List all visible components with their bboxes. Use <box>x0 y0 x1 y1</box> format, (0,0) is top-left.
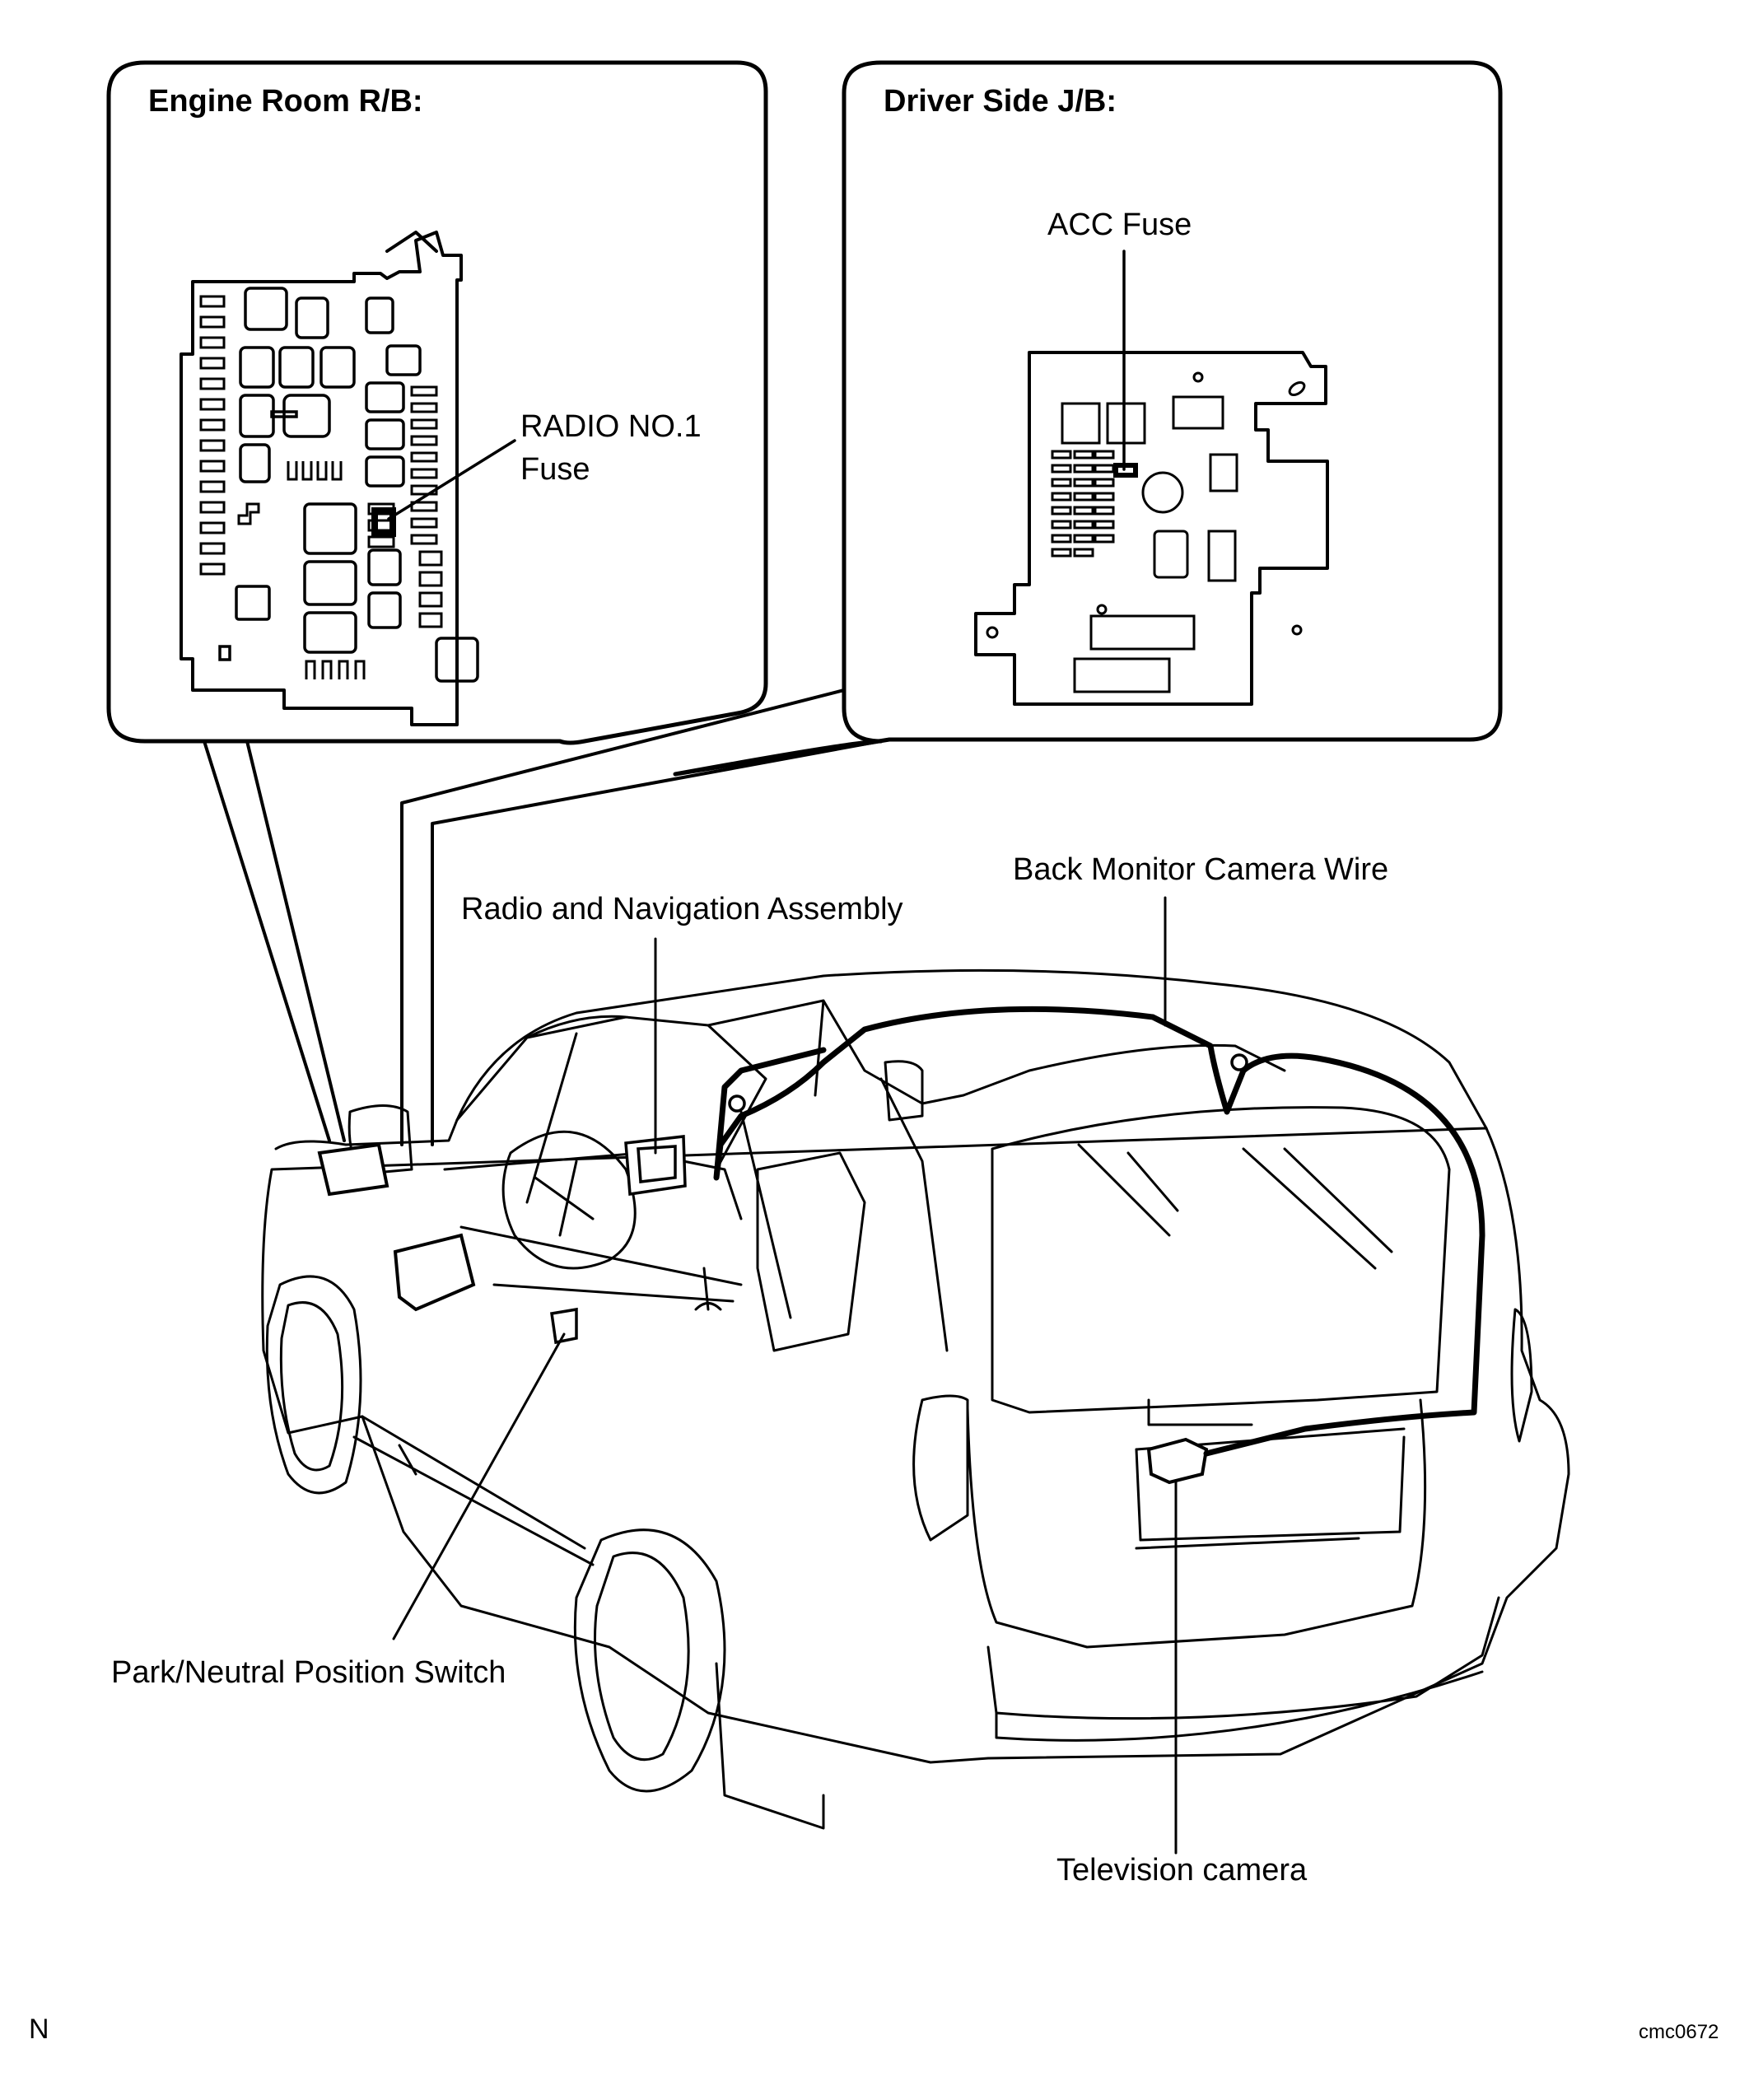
vehicle-license-area <box>1135 1435 1406 1550</box>
vehicle-rear-window-reflections <box>1077 1143 1393 1270</box>
vehicle-body-outline <box>261 1118 1570 1764</box>
vehicle-mud-flap <box>715 1662 825 1830</box>
back-monitor-camera-wire <box>713 1006 1485 1457</box>
driver-side-frame <box>673 60 1503 777</box>
pn-switch-leader <box>392 1332 566 1640</box>
vehicle-rear-window <box>991 1106 1451 1414</box>
radio-no1-fuse <box>371 507 396 537</box>
engine-room-frame <box>106 60 768 745</box>
highlighted-parts <box>317 1006 1485 1485</box>
engine-room-rb-on-vehicle <box>317 1142 389 1197</box>
footer-left-mark: N <box>29 2014 49 2045</box>
engine-room-title: Engine Room R/B: <box>148 84 423 119</box>
pn-switch-label: Park/Neutral Position Switch <box>111 1655 506 1690</box>
vehicle-seat <box>756 1151 866 1352</box>
vehicle-front-wheel <box>265 1275 362 1495</box>
vehicle-side-windows <box>707 999 1286 1352</box>
vehicle-windshield <box>455 1015 767 1204</box>
radio-nav-label: Radio and Navigation Assembly <box>461 892 903 926</box>
acc-fuse-label: ACC Fuse <box>1047 208 1192 242</box>
camera-wire-label: Back Monitor Camera Wire <box>1013 852 1388 887</box>
engine-room-relay-cap <box>385 231 438 253</box>
driver-side-jb-outline <box>974 351 1329 706</box>
engine-room-relay-block <box>180 231 463 726</box>
engine-room-pointer <box>203 740 346 1142</box>
driver-side-pointer <box>400 688 891 1146</box>
vehicle-steering-wheel <box>501 1130 637 1270</box>
vehicle <box>261 968 1570 1830</box>
park-neutral-switch <box>550 1307 578 1345</box>
vehicle-side-mirror <box>347 1060 924 1175</box>
driver-side-jb-on-vehicle <box>393 1233 476 1312</box>
vehicle-tail-lights <box>912 1308 1533 1542</box>
vehicle-roof <box>455 968 1488 1130</box>
radio-nav-assembly <box>624 1135 687 1197</box>
component-labels: Radio and Navigation Assembly Back Monit… <box>111 852 1388 1888</box>
engine-room-relays <box>218 287 479 683</box>
driver-side-callout: Driver Side J/B: ACC Fuse <box>400 60 1503 1146</box>
radio-no1-leader <box>387 439 516 520</box>
vehicle-running-board <box>352 1415 595 1566</box>
vehicle-rear-bumper <box>986 1596 1500 1742</box>
vehicle-gear-shift <box>694 1267 722 1311</box>
vehicle-rear-wheel <box>573 1528 726 1793</box>
radio-no1-label-line2: Fuse <box>520 452 590 487</box>
television-camera <box>1146 1437 1209 1485</box>
acc-fuse <box>1113 463 1138 478</box>
vehicle-tailgate <box>966 1398 1427 1649</box>
driver-side-jb-parts <box>986 371 1306 693</box>
engine-room-callout: Engine Room R/B: <box>106 60 768 1142</box>
radio-no1-label-line1: RADIO NO.1 <box>520 409 702 444</box>
vehicle-dashboard <box>443 1151 743 1303</box>
driver-side-title: Driver Side J/B: <box>884 84 1117 119</box>
figure-code: cmc0672 <box>1639 2021 1719 2043</box>
tv-camera-label: Television camera <box>1056 1853 1308 1888</box>
